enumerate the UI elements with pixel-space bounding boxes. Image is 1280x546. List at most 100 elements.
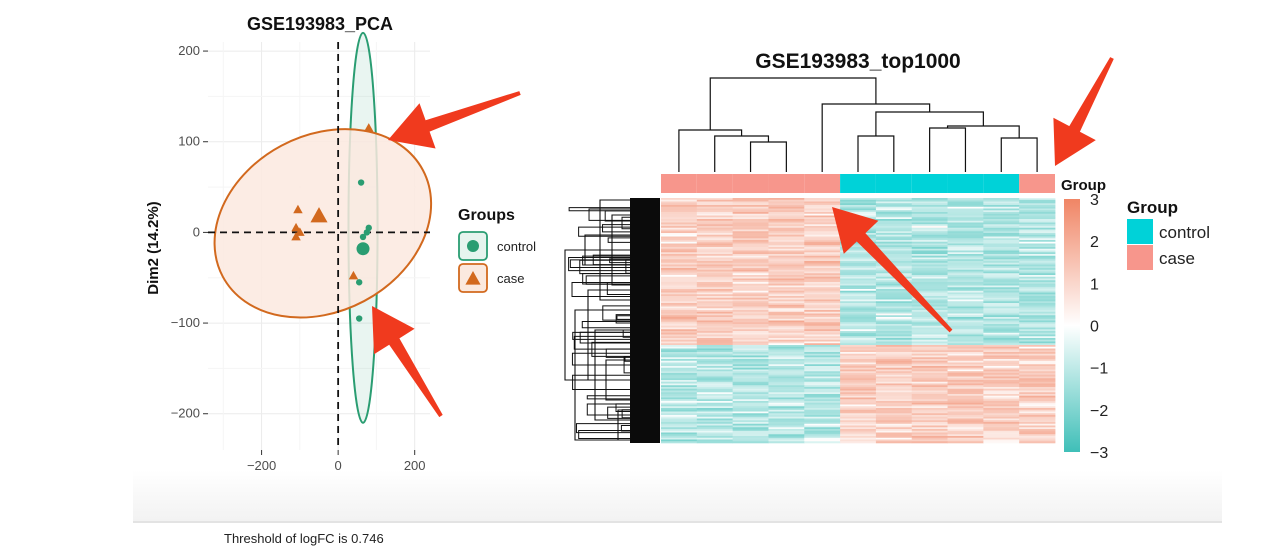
heatmap-cell bbox=[911, 252, 948, 255]
heatmap-cell bbox=[983, 245, 1020, 248]
heatmap-cell bbox=[875, 219, 913, 222]
pca-ytick-label: −100 bbox=[171, 315, 200, 330]
heatmap-cell bbox=[768, 213, 805, 216]
heatmap-cell bbox=[875, 294, 913, 297]
heatmap-cell bbox=[840, 206, 877, 209]
heatmap-cell bbox=[875, 334, 913, 337]
heatmap-cell bbox=[696, 338, 734, 341]
heatmap-cell bbox=[804, 201, 841, 204]
heatmap-cell bbox=[661, 371, 698, 374]
heatmap-cell bbox=[696, 224, 734, 227]
heatmap-cell bbox=[840, 212, 877, 215]
heatmap-cell bbox=[911, 234, 948, 237]
heatmap-cell bbox=[1019, 338, 1056, 341]
heatmap-cell bbox=[732, 327, 769, 330]
heatmap-cell bbox=[804, 210, 841, 213]
heatmap-cell bbox=[1019, 229, 1056, 232]
heatmap-cell bbox=[768, 331, 805, 334]
heatmap-cell bbox=[875, 387, 913, 390]
heatmap-cell bbox=[840, 329, 877, 332]
heatmap-cell bbox=[1019, 280, 1056, 283]
heatmap-cell bbox=[732, 203, 769, 206]
heatmap-cell bbox=[696, 257, 734, 260]
heatmap-cell bbox=[947, 280, 984, 283]
heatmap-cell bbox=[768, 227, 805, 230]
heatmap-cell bbox=[875, 283, 913, 286]
row-dendro-branch bbox=[621, 409, 630, 419]
heatmap-cell bbox=[875, 332, 913, 335]
heatmap-cell bbox=[696, 360, 734, 363]
heatmap-cell bbox=[768, 201, 805, 204]
heatmap-cell bbox=[768, 350, 805, 353]
heatmap-cell bbox=[661, 331, 698, 334]
heatmap-cell bbox=[661, 373, 698, 376]
heatmap-cell bbox=[911, 222, 948, 225]
heatmap-cell bbox=[947, 392, 984, 395]
heatmap-cell bbox=[732, 408, 769, 411]
heatmap-cell bbox=[911, 261, 948, 264]
heatmap-cell bbox=[875, 357, 913, 360]
heatmap-cell bbox=[875, 252, 913, 255]
heatmap-cell bbox=[911, 259, 948, 262]
heatmap-cell bbox=[983, 229, 1020, 232]
heatmap-cell bbox=[696, 313, 734, 316]
heatmap-cell bbox=[875, 241, 913, 244]
heatmap-cell bbox=[911, 278, 948, 281]
pca-point-case bbox=[291, 222, 301, 232]
heatmap-cell bbox=[947, 268, 984, 271]
heatmap-cell bbox=[875, 210, 913, 213]
heatmap-cell bbox=[696, 401, 734, 404]
heatmap-cell bbox=[875, 215, 913, 218]
heatmap-cell bbox=[840, 425, 877, 428]
heatmap-cell bbox=[768, 296, 805, 299]
heatmap-cell bbox=[696, 231, 734, 234]
heatmap-cell bbox=[768, 413, 805, 416]
heatmap-cell bbox=[768, 401, 805, 404]
heatmap-cell bbox=[911, 366, 948, 369]
heatmap-cell bbox=[875, 422, 913, 425]
heatmap-cell bbox=[696, 329, 734, 332]
heatmap-cell bbox=[840, 381, 877, 384]
heatmap-cell bbox=[947, 240, 984, 243]
heatmap-cell bbox=[696, 206, 734, 209]
heatmap-cell bbox=[768, 219, 805, 222]
heatmap-cell bbox=[911, 198, 948, 201]
heatmap-cell bbox=[911, 345, 948, 348]
heatmap-cell bbox=[840, 198, 877, 201]
heatmap-cell bbox=[732, 355, 769, 358]
heatmap-cell bbox=[661, 367, 698, 370]
heatmap-cell bbox=[1019, 332, 1056, 335]
heatmap-cell bbox=[696, 404, 734, 407]
heatmap-cell bbox=[947, 234, 984, 237]
heatmap-cell bbox=[840, 280, 877, 283]
heatmap-cell bbox=[732, 313, 769, 316]
pca-ytick-label: 100 bbox=[178, 134, 200, 149]
pca-point-case bbox=[348, 270, 359, 280]
heatmap-cell bbox=[840, 278, 877, 281]
heatmap-cell bbox=[983, 222, 1020, 225]
heatmap-cell bbox=[983, 420, 1020, 423]
heatmap-cell bbox=[661, 430, 698, 433]
heatmap-cell bbox=[983, 303, 1020, 306]
heatmap-cell bbox=[696, 371, 734, 374]
heatmap-cell bbox=[732, 299, 769, 302]
heatmap-cell bbox=[1019, 336, 1056, 339]
heatmap-cell bbox=[911, 215, 948, 218]
row-dendro-branch bbox=[623, 355, 630, 374]
heatmap-cell bbox=[768, 381, 805, 384]
heatmap-cell bbox=[804, 259, 841, 262]
heatmap-cell bbox=[661, 406, 698, 409]
heatmap-cell bbox=[983, 329, 1020, 332]
heatmap-cell bbox=[840, 341, 877, 344]
heatmap-cell bbox=[696, 325, 734, 328]
heatmap-dendrogram-branch bbox=[857, 135, 895, 172]
heatmap-cell bbox=[875, 339, 913, 342]
heatmap-cell bbox=[875, 374, 913, 377]
heatmap-cell bbox=[768, 294, 805, 297]
heatmap-cell bbox=[983, 432, 1020, 435]
heatmap-cell bbox=[1019, 308, 1056, 311]
heatmap-cell bbox=[1019, 436, 1056, 439]
heatmap-cell bbox=[1019, 301, 1056, 304]
heatmap-cell bbox=[804, 327, 841, 330]
heatmap-cell bbox=[947, 231, 984, 234]
